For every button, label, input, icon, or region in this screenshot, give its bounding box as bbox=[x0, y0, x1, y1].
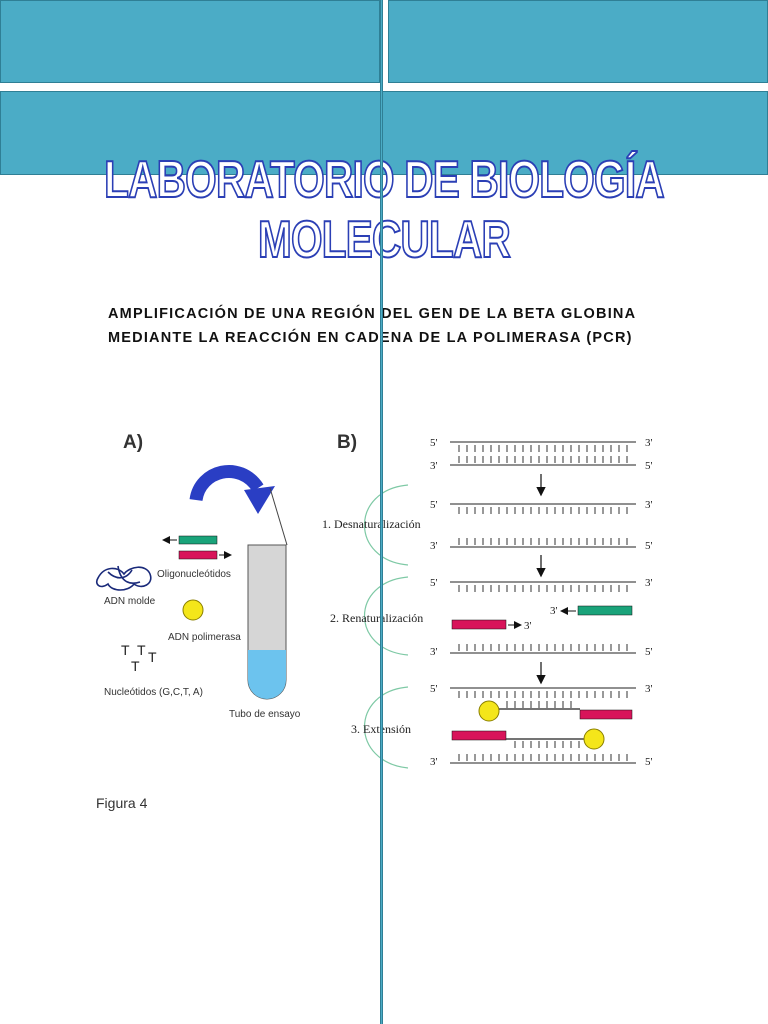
label-5p: 5' bbox=[645, 460, 653, 472]
label-5p: 5' bbox=[645, 756, 653, 768]
label-3p: 3' bbox=[645, 577, 653, 589]
strand-row-7: 3' 5' bbox=[430, 754, 653, 768]
step-arcs bbox=[363, 484, 409, 769]
template-label: ADN molde bbox=[104, 596, 156, 607]
svg-text:T: T bbox=[148, 649, 157, 665]
oligos-label: Oligonucleótidos bbox=[157, 569, 231, 580]
vertical-divider bbox=[380, 0, 383, 1024]
polymerase-icon bbox=[182, 599, 204, 621]
panel-a-label: A) bbox=[123, 432, 143, 453]
label-3p: 3' bbox=[524, 620, 532, 632]
label-5p: 5' bbox=[430, 437, 438, 449]
label-5p: 5' bbox=[430, 577, 438, 589]
svg-text:T: T bbox=[137, 642, 146, 658]
label-5p: 5' bbox=[645, 646, 653, 658]
curved-arrow-icon bbox=[189, 465, 275, 514]
label-5p: 5' bbox=[645, 540, 653, 552]
extension-bottom bbox=[451, 728, 605, 750]
panel-b-label: B) bbox=[337, 432, 357, 453]
strand-row-3: 3' 5' bbox=[430, 538, 653, 552]
polymerase-label: ADN polimerasa bbox=[168, 632, 241, 643]
header-bar-right bbox=[388, 0, 768, 83]
primer-green bbox=[162, 535, 218, 545]
label-3p: 3' bbox=[430, 540, 438, 552]
annealed-primer-red: 3' bbox=[451, 619, 532, 632]
step2-label: 2. Renaturalización bbox=[330, 611, 423, 625]
tube-label: Tubo de ensayo bbox=[229, 709, 301, 720]
extension-top bbox=[478, 700, 633, 722]
annealed-primer-green: 3' bbox=[550, 605, 633, 617]
label-3p: 3' bbox=[430, 460, 438, 472]
label-3p: 3' bbox=[645, 499, 653, 511]
header-bar-wide bbox=[0, 91, 768, 175]
subtitle-line-1: AMPLIFICACIÓN DE UNA REGIÓN DEL GEN DE L… bbox=[108, 306, 637, 322]
svg-text:T: T bbox=[121, 642, 130, 658]
nucleotides-label: Nucleótidos (G,C,T, A) bbox=[104, 687, 203, 698]
label-3p: 3' bbox=[645, 683, 653, 695]
strand-row-1: 5' 3' 3' 5' bbox=[430, 437, 653, 472]
label-5p: 5' bbox=[430, 683, 438, 695]
svg-text:T: T bbox=[131, 658, 140, 674]
page-title: LABORATORIO DE BIOLOGÍA MOLECULAR bbox=[103, 150, 665, 270]
step1-label: 1. Desnaturalización bbox=[322, 517, 421, 531]
strand-row-2: 5' 3' bbox=[430, 499, 653, 514]
label-5p: 5' bbox=[430, 499, 438, 511]
page-subtitle: AMPLIFICACIÓN DE UNA REGIÓN DEL GEN DE L… bbox=[108, 302, 636, 350]
strand-row-5: 3' 5' bbox=[430, 644, 653, 658]
test-tube bbox=[247, 487, 288, 700]
label-3p: 3' bbox=[430, 646, 438, 658]
figure-caption: Figura 4 bbox=[96, 795, 148, 811]
header-bar-left bbox=[0, 0, 380, 83]
subtitle-line-2: MEDIANTE LA REACCIÓN EN CADENA DE LA POL… bbox=[108, 330, 633, 346]
nucleotides-icon: T T T T bbox=[121, 642, 157, 674]
template-dna-icon bbox=[95, 565, 152, 591]
polymerase-icon bbox=[478, 700, 500, 722]
label-3p: 3' bbox=[550, 605, 558, 617]
label-3p: 3' bbox=[645, 437, 653, 449]
strand-row-6: 5' 3' bbox=[430, 683, 653, 698]
label-3p: 3' bbox=[430, 756, 438, 768]
polymerase-icon bbox=[583, 728, 605, 750]
strand-row-4: 5' 3' bbox=[430, 577, 653, 592]
primer-red bbox=[178, 550, 232, 560]
